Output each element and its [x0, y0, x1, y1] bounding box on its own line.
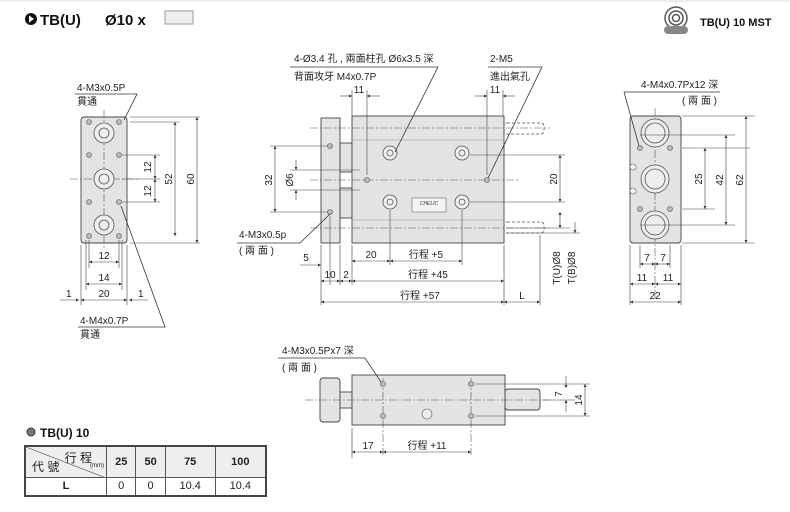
left-bottom-label: 4-M4x0.7P — [80, 316, 129, 327]
stroke-col-100: 100 — [214, 445, 267, 478]
dim-11b: 11 — [663, 273, 674, 284]
dim-42: 42 — [715, 174, 726, 186]
bore-size: Ø10 x — [105, 12, 147, 29]
dim-20b: 20 — [365, 250, 377, 261]
dim-52: 52 — [164, 173, 175, 185]
left-top-label: 4-M3x0.5P — [77, 83, 126, 94]
dim-tu: T(U)Ø8 — [552, 251, 563, 285]
dim-60: 60 — [186, 173, 197, 185]
left-end-view: 4-M3x0.5P 貫通 4-M4x0.7P 貫通 12 12 52 60 12… — [60, 83, 200, 341]
table-title: TB(U) 10 — [40, 426, 90, 440]
dim-stroke11: 行程 +11 — [408, 439, 447, 452]
left-bottom-note: 貫通 — [80, 329, 100, 341]
dim-25: 25 — [694, 173, 705, 185]
header: TB(U) Ø10 x TB(U) 10 MST — [25, 6, 772, 34]
right-end-view: 4-M4x0.7Px12 深 ( 兩 面 ) 25 42 62 7 7 11 1… — [623, 79, 755, 305]
bullet-icon — [26, 427, 36, 437]
stroke-table: 行 程 (mm) 代 號 25 50 75 100 L 0 0 10.4 10.… — [24, 445, 267, 497]
dim-tb: T(B)Ø8 — [567, 251, 578, 284]
dim-12w: 12 — [98, 251, 110, 262]
dim-7b: 7 — [660, 253, 666, 264]
nameplate-brand: CHELIC — [420, 201, 439, 207]
bottom-label: 4-M3x0.5Px7 深 — [282, 345, 354, 357]
dim-7: 7 — [554, 391, 565, 397]
row-code: L — [24, 476, 107, 497]
dim-22: 22 — [649, 291, 661, 302]
plate-note: ( 兩 面 ) — [239, 245, 274, 257]
stroke-col-50: 50 — [135, 445, 166, 478]
dim-stroke5: 行程 +5 — [409, 248, 444, 261]
right-label: 4-M4x0.7Px12 深 — [641, 79, 718, 91]
mst-logo-icon — [664, 6, 688, 34]
dim-stroke57: 行程 +57 — [400, 289, 440, 302]
dim-2: 2 — [343, 270, 349, 281]
dim-10: 10 — [324, 270, 336, 281]
dim-14: 14 — [98, 273, 110, 284]
series-title: TB(U) — [40, 12, 81, 29]
hole-note: 背面攻牙 M4x0.7P — [294, 70, 377, 83]
dim-1-right: 1 — [138, 289, 144, 300]
dim-L: L — [519, 291, 525, 302]
stroke-col-25: 25 — [105, 445, 137, 478]
dim-17: 17 — [362, 441, 374, 452]
dim-11-right: 11 — [490, 85, 501, 96]
stroke-input-box[interactable] — [164, 10, 194, 25]
cell-value: 10.4 — [164, 476, 216, 497]
nameplate — [411, 197, 447, 213]
dim-11-left: 11 — [354, 85, 365, 96]
right-note: ( 兩 面 ) — [682, 95, 717, 107]
stroke-col-75: 75 — [164, 445, 216, 478]
stroke-header-label: 行 程 — [64, 451, 92, 465]
cell-value: 0 — [105, 476, 137, 497]
dim-5: 5 — [303, 253, 309, 264]
plate-label: 4-M3x0.5p — [239, 230, 287, 241]
port-label: 2-M5 — [490, 54, 513, 65]
dim-20: 20 — [98, 289, 110, 300]
left-top-note: 貫通 — [77, 96, 97, 108]
dim-7a: 7 — [644, 253, 650, 264]
model-code: TB(U) 10 MST — [700, 17, 772, 29]
table-row: L 0 0 10.4 10.4 — [24, 476, 267, 497]
bottom-view: 4-M3x0.5Px7 深 ( 兩 面 ) 7 14 17 行程 +11 — [278, 345, 590, 458]
dim-d6: Ø6 — [285, 173, 296, 187]
dim-20: 20 — [549, 173, 560, 185]
cell-value: 10.4 — [214, 476, 267, 497]
dim-32: 32 — [264, 174, 275, 186]
dim-11a: 11 — [637, 273, 648, 284]
code-header-label: 代 號 — [32, 459, 60, 474]
front-view: CHELIC 4-Ø3.4 孔 , 兩面柱孔 Ø6x3.5 深 背面攻牙 M4x… — [237, 52, 580, 305]
dim-12: 12 — [143, 161, 154, 173]
dim-1-left: 1 — [66, 289, 72, 300]
dim-14: 14 — [574, 394, 585, 406]
dim-12: 12 — [143, 185, 154, 197]
dim-62: 62 — [735, 174, 746, 186]
bottom-note: ( 兩 面 ) — [282, 362, 317, 374]
dim-stroke45: 行程 +45 — [408, 268, 448, 281]
cell-value: 0 — [135, 476, 166, 497]
corner-header: 行 程 (mm) 代 號 — [24, 445, 107, 478]
hole-label: 4-Ø3.4 孔 , 兩面柱孔 Ø6x3.5 深 — [294, 52, 433, 65]
unit-label: (mm) — [90, 463, 104, 469]
port-note: 進出氣孔 — [490, 70, 530, 83]
